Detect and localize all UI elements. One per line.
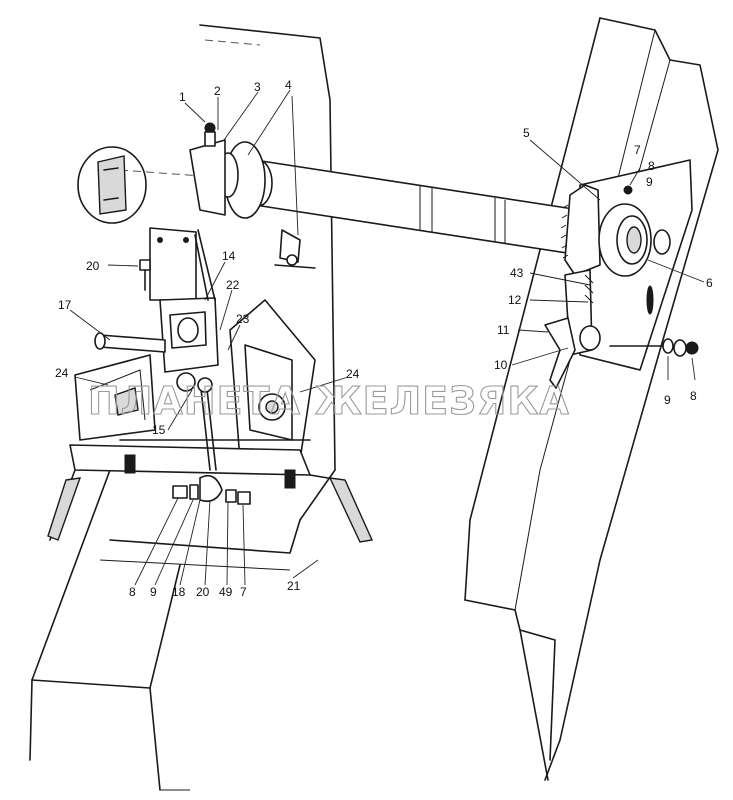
vertical-rod: [176, 372, 217, 471]
callout-8-right: 8: [690, 389, 697, 403]
callout-9-right: 9: [664, 393, 671, 407]
callout-22: 22: [226, 278, 240, 292]
callout-11: 11: [497, 323, 510, 337]
callout-14: 14: [222, 249, 236, 263]
mount-left: [74, 354, 156, 441]
bolt-20: [139, 259, 151, 291]
callout-8-bottom: 8: [129, 585, 136, 599]
callout-10: 10: [494, 358, 508, 372]
callout-18: 18: [172, 585, 186, 599]
callout-7-top: 7: [634, 143, 641, 157]
callout-24-left: 24: [55, 366, 69, 380]
side-washers: [609, 338, 699, 357]
clip-bolt: [274, 229, 316, 269]
callout-2: 2: [214, 84, 221, 98]
callout-9-bottom: 9: [150, 585, 157, 599]
callout-24-right: 24: [346, 367, 360, 381]
callout-23: 23: [236, 312, 250, 326]
callout-3: 3: [254, 80, 261, 94]
callout-21: 21: [287, 579, 301, 593]
left-frame-beam: [29, 24, 336, 791]
detail-inset: [77, 146, 147, 224]
callout-20-bottom: 20: [196, 585, 210, 599]
gear-segment: [560, 184, 601, 276]
callout-7-bottom: 7: [240, 585, 247, 599]
watermark-text: ПЛАНЕТА ЖЕЛЕЗЯКА: [88, 379, 570, 423]
callout-49: 49: [219, 585, 233, 599]
crossmember-plate: [47, 439, 374, 543]
callout-8-top: 8: [648, 159, 655, 173]
callout-12: 12: [508, 293, 522, 307]
callout-43: 43: [510, 266, 524, 280]
callout-9-top: 9: [646, 175, 653, 189]
lever-arm: [544, 269, 601, 389]
callout-17: 17: [58, 298, 72, 312]
shaft-bearing: [598, 185, 652, 277]
left-flange-hub: [189, 122, 266, 219]
callout-4: 4: [285, 78, 292, 92]
callout-5: 5: [523, 126, 530, 140]
callout-15: 15: [152, 423, 166, 437]
mount-right: [229, 299, 316, 461]
left-bracket-assembly: [149, 227, 219, 373]
pin-17: [94, 332, 166, 353]
callout-6: 6: [706, 276, 713, 290]
callout-labels: 1 2 3 4 5 7 8 9 6 43 12 11 10 9 8 20 14 …: [55, 78, 713, 599]
callout-1: 1: [179, 90, 186, 104]
callout-20-left: 20: [86, 259, 100, 273]
lower-fasteners: [172, 474, 251, 505]
leader-lines: [69, 89, 705, 586]
